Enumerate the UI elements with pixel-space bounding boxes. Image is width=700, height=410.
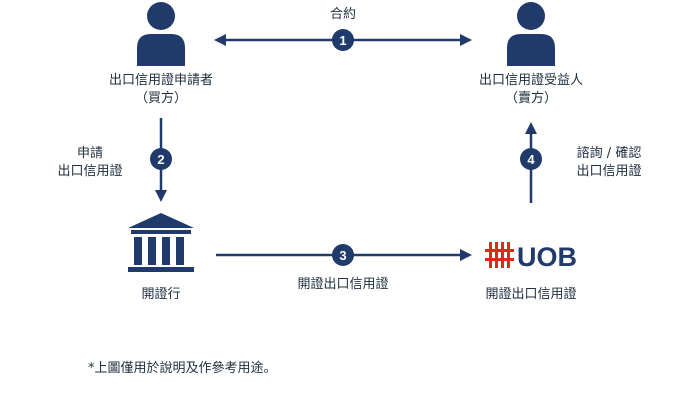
step-badge-2: 2 <box>150 148 172 170</box>
step-4-label-line1: 諮詢 / 確認 <box>576 146 642 161</box>
uob-logo-text: UOB <box>517 242 577 272</box>
step-number-2: 2 <box>157 152 164 167</box>
step-number-4: 4 <box>527 152 535 167</box>
step-2-label-line2: 出口信用證 <box>57 164 123 179</box>
uob-logo-mark-icon <box>485 242 514 268</box>
seller-title: 出口信用證受益人 <box>478 73 583 88</box>
buyer-person-icon <box>137 2 185 66</box>
step-badge-1: 1 <box>332 29 354 51</box>
step-3-label: 開證出口信用證 <box>297 277 389 292</box>
step-number-3: 3 <box>339 248 346 263</box>
step-1-label: 合約 <box>329 7 356 22</box>
uob-label: 開證出口信用證 <box>485 287 577 302</box>
bank-building-icon <box>128 213 194 272</box>
step-number-1: 1 <box>339 33 346 48</box>
buyer-role: （買方） <box>134 91 187 106</box>
issuing-bank-label: 開證行 <box>141 287 181 302</box>
seller-role: （賣方） <box>504 91 557 106</box>
step-badge-4: 4 <box>520 148 542 170</box>
step-2-label-line1: 申請 <box>76 146 103 161</box>
buyer-title: 出口信用證申請者 <box>108 73 213 88</box>
footnote: *上圖僅用於說明及作參考用途。 <box>88 361 277 376</box>
step-4-label-line2: 出口信用證 <box>576 164 642 179</box>
seller-person-icon <box>507 2 555 66</box>
step-badge-3: 3 <box>332 244 354 266</box>
